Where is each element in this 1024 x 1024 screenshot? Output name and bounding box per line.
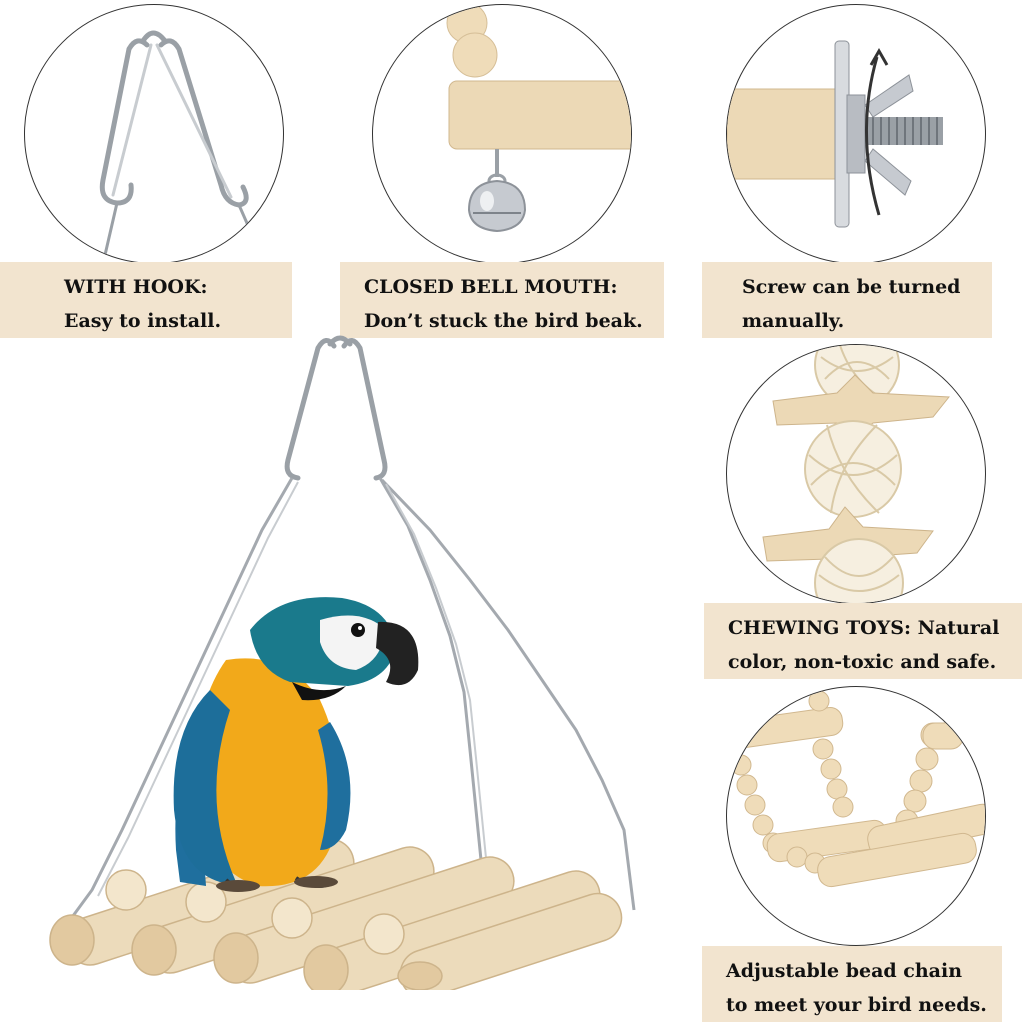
parrot-swing-product xyxy=(30,330,650,990)
bell-feature-label: CLOSED BELL MOUTH: Don’t stuck the bird … xyxy=(340,262,664,338)
hook-detail-circle xyxy=(24,4,284,264)
hook-feature-label: WITH HOOK: Easy to install. xyxy=(0,262,292,338)
hook-feature-desc: Easy to install. xyxy=(64,310,222,332)
toys-feature-desc: color, non-toxic and safe. xyxy=(728,651,997,673)
parrot-swing-icon xyxy=(49,335,636,990)
hook-feature-title: WITH HOOK: xyxy=(64,276,208,298)
bell-feature-desc: Don’t stuck the bird beak. xyxy=(364,310,643,332)
screw-detail-circle xyxy=(726,4,986,264)
chain-detail-circle xyxy=(726,686,986,946)
screw-feature-title: Screw can be turned xyxy=(742,276,961,298)
bead-chain-icon xyxy=(727,690,985,888)
chain-feature-title: Adjustable bead chain xyxy=(726,960,963,982)
screw-feature-label: Screw can be turned manually. xyxy=(702,262,992,338)
hook-icon xyxy=(99,30,263,257)
toys-feature-title: CHEWING TOYS: Natural xyxy=(728,617,1000,639)
bell-feature-title: CLOSED BELL MOUTH: xyxy=(364,276,618,298)
chain-feature-label: Adjustable bead chain to meet your bird … xyxy=(702,946,1002,1022)
screw-icon xyxy=(727,40,943,228)
toys-feature-label: CHEWING TOYS: Natural color, non-toxic a… xyxy=(704,603,1022,679)
screw-feature-desc: manually. xyxy=(742,310,845,332)
rattan-ball-icon xyxy=(762,345,950,603)
parrot-figure xyxy=(173,597,419,892)
bell-detail-circle xyxy=(372,4,632,264)
chain-feature-desc: to meet your bird needs. xyxy=(726,994,987,1016)
toys-detail-circle xyxy=(726,344,986,604)
bell-icon xyxy=(446,5,631,233)
